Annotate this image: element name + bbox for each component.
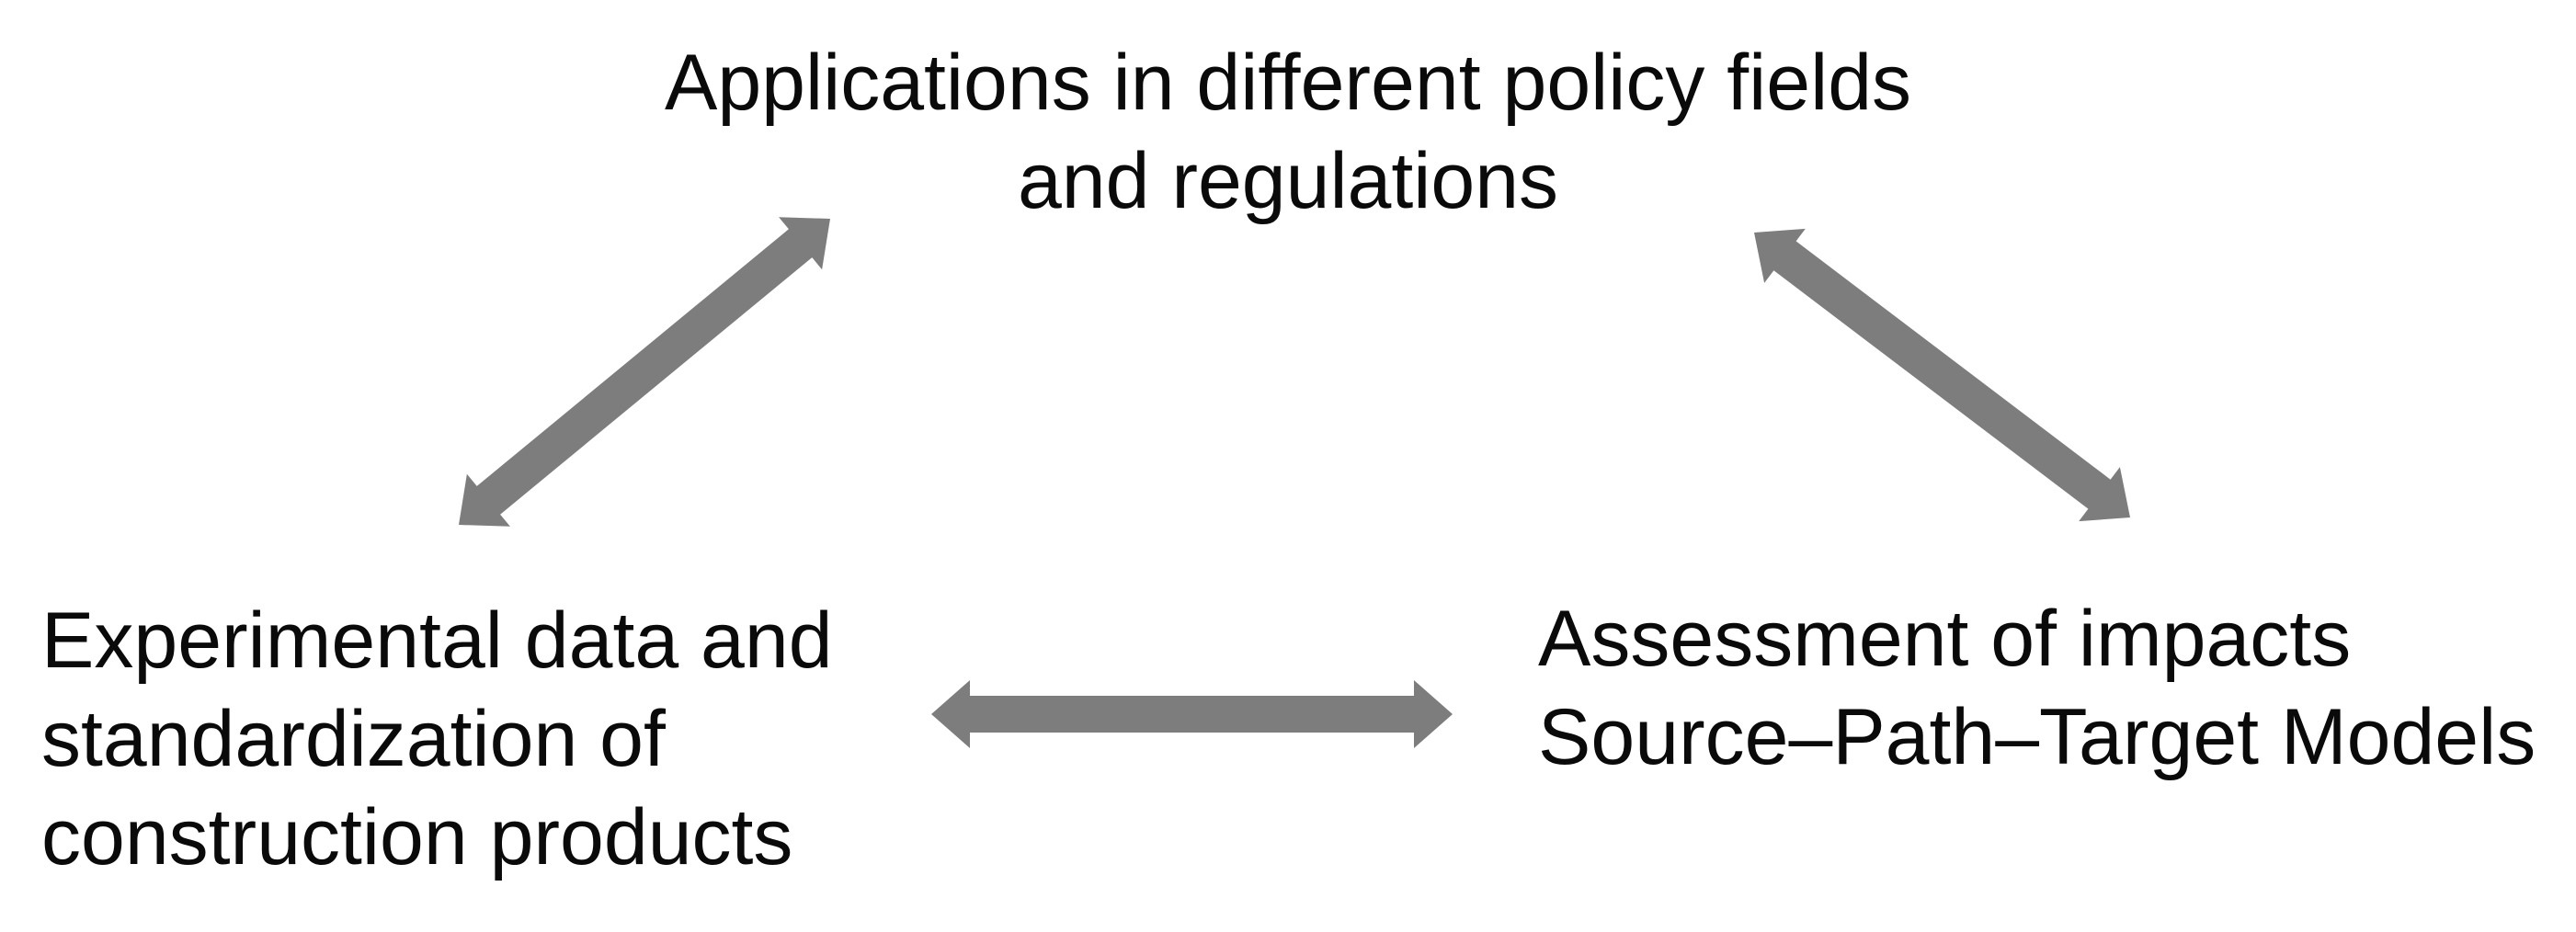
node-impact-assessment: Assessment of impacts Source–Path–Target…	[1538, 590, 2536, 787]
node-impact-assessment-line2: Source–Path–Target Models	[1538, 693, 2536, 781]
node-experimental-data-line1: Experimental data and	[41, 597, 833, 685]
node-experimental-data: Experimental data and standardization of…	[41, 592, 833, 887]
node-policy-applications-line2: and regulations	[1017, 137, 1559, 225]
arrow-bottomleft-bottomright	[931, 680, 1453, 748]
arrow-top-bottomright	[1754, 228, 2130, 522]
arrow-top-bottomleft	[459, 217, 830, 527]
node-impact-assessment-line1: Assessment of impacts	[1538, 595, 2352, 683]
node-experimental-data-line3: construction products	[41, 793, 793, 881]
node-policy-applications: Applications in different policy fields …	[0, 34, 2576, 231]
node-policy-applications-line1: Applications in different policy fields	[664, 39, 1912, 127]
node-experimental-data-line2: standardization of	[41, 695, 666, 783]
